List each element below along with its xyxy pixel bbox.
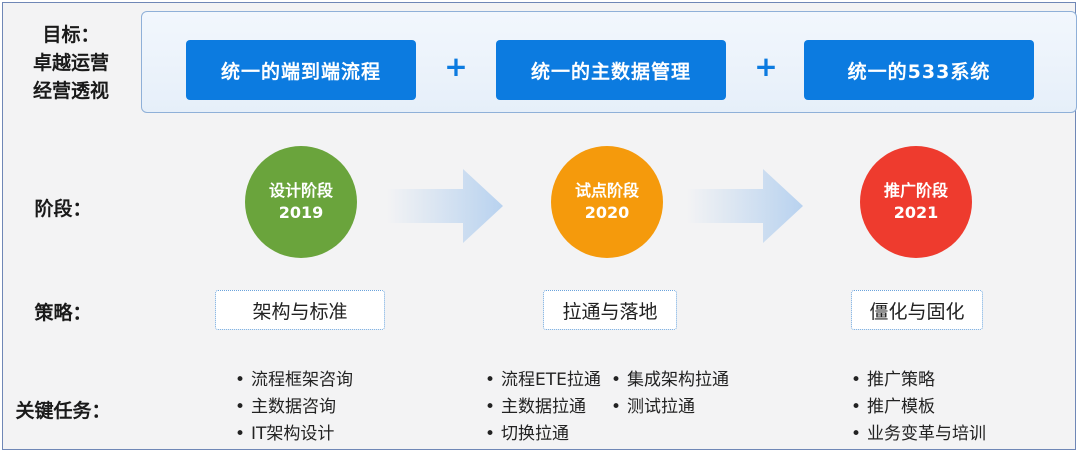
list-item: 业务变革与培训 bbox=[851, 421, 986, 448]
stage-name: 试点阶段 bbox=[574, 181, 639, 200]
stage-label: 阶段： bbox=[34, 198, 92, 220]
goal-label: 目标： 卓越运营 经营透视 bbox=[21, 21, 121, 105]
stage-year: 2019 bbox=[278, 203, 324, 222]
stage-name: 推广阶段 bbox=[883, 181, 948, 200]
stage-pilot-circle: 试点阶段 2020 bbox=[551, 146, 663, 258]
goal-item-process: 统一的端到端流程 bbox=[186, 40, 416, 100]
list-item: 主数据拉通 bbox=[485, 394, 601, 421]
stage-year: 2020 bbox=[584, 203, 630, 222]
list-item: 流程框架咨询 bbox=[235, 367, 353, 394]
list-item: 主数据咨询 bbox=[235, 394, 353, 421]
goal-label-line: 目标： bbox=[42, 24, 100, 46]
task-list-pilot-2: 集成架构拉通 测试拉通 bbox=[611, 367, 729, 421]
stage-name: 设计阶段 bbox=[268, 181, 333, 200]
goal-panel: 统一的端到端流程 + 统一的主数据管理 + 统一的533系统 bbox=[141, 11, 1077, 113]
stage-year: 2021 bbox=[893, 203, 939, 222]
list-item: 推广模板 bbox=[851, 394, 986, 421]
list-item: IT架构设计 bbox=[235, 421, 353, 448]
task-list-design: 流程框架咨询 主数据咨询 IT架构设计 bbox=[235, 367, 353, 448]
strategy-rollout: 僵化与固化 bbox=[851, 290, 983, 330]
strategy-design: 架构与标准 bbox=[215, 290, 385, 330]
list-item: 流程ETE拉通 bbox=[485, 367, 601, 394]
list-item: 推广策略 bbox=[851, 367, 986, 394]
task-list-rollout: 推广策略 推广模板 业务变革与培训 bbox=[851, 367, 986, 448]
list-item: 集成架构拉通 bbox=[611, 367, 729, 394]
plus-icon: + bbox=[754, 50, 778, 83]
goal-item-master-data: 统一的主数据管理 bbox=[496, 40, 726, 100]
tasks-label: 关键任务： bbox=[15, 400, 111, 422]
goal-item-system: 统一的533系统 bbox=[804, 40, 1034, 100]
plus-icon: + bbox=[444, 50, 468, 83]
strategy-label: 策略： bbox=[34, 302, 92, 324]
task-list-pilot-1: 流程ETE拉通 主数据拉通 切换拉通 bbox=[485, 367, 601, 448]
goal-label-line: 卓越运营 bbox=[32, 52, 109, 74]
list-item: 测试拉通 bbox=[611, 394, 729, 421]
arrow-right-icon bbox=[687, 169, 803, 243]
list-item: 切换拉通 bbox=[485, 421, 601, 448]
strategy-pilot: 拉通与落地 bbox=[543, 290, 677, 330]
arrow-right-icon bbox=[387, 169, 503, 243]
stage-design-circle: 设计阶段 2019 bbox=[245, 146, 357, 258]
goal-label-line: 经营透视 bbox=[32, 80, 109, 102]
stage-rollout-circle: 推广阶段 2021 bbox=[860, 146, 972, 258]
